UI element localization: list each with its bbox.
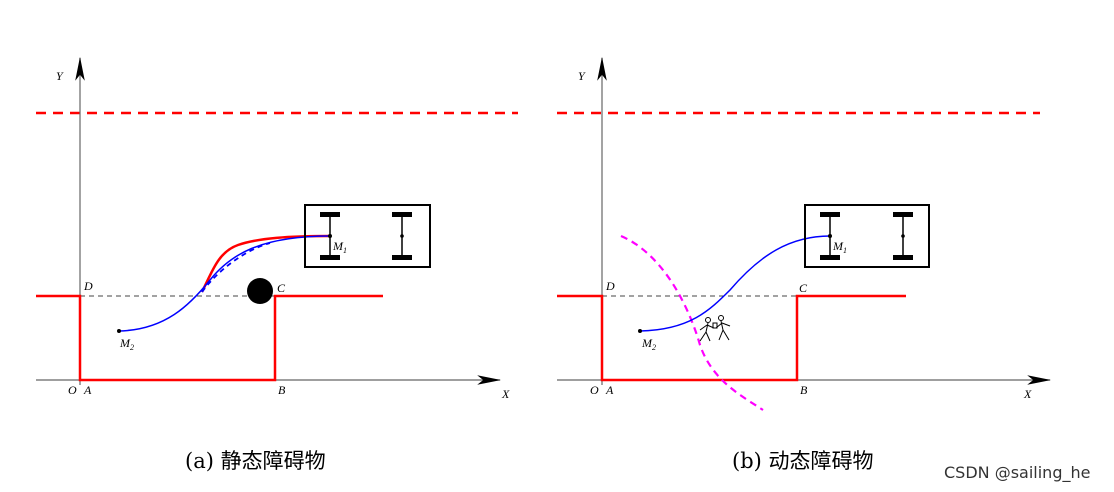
- y-axis-label: Y: [56, 69, 64, 83]
- road-boundary: [36, 294, 383, 382]
- x-axis-label: X: [501, 387, 510, 401]
- planned-path: [118, 235, 331, 332]
- panel-b: Y X O A B C D M1 M2 (b) 动态障碍物: [557, 56, 1052, 473]
- point-b-label: B: [278, 383, 286, 397]
- origin-label: O: [590, 383, 599, 397]
- pedestrian-trajectory: [620, 234, 764, 411]
- road-boundary: [557, 294, 906, 382]
- point-c-label: C: [799, 281, 808, 295]
- m2-label: M2: [641, 336, 656, 352]
- avoidance-path: [200, 234, 331, 293]
- caption-a: (a) 静态障碍物: [185, 449, 326, 473]
- vehicle-icon: [304, 204, 431, 268]
- vehicle-icon: [804, 204, 930, 268]
- point-c-label: C: [277, 281, 286, 295]
- origin-label: O: [68, 383, 77, 397]
- point-b-label: B: [800, 383, 808, 397]
- m2-point: [638, 329, 642, 333]
- point-a-label: A: [83, 383, 92, 397]
- static-obstacle: [247, 278, 273, 304]
- point-d-label: D: [83, 279, 93, 293]
- pedestrians-icon: [699, 315, 731, 342]
- panel-a: Y X O A B C D M1 M2 (a) 静态障碍物: [36, 56, 518, 473]
- point-a-label: A: [605, 383, 614, 397]
- m1-label: M1: [832, 239, 847, 255]
- x-axis-label: X: [1023, 387, 1032, 401]
- planned-path: [639, 235, 831, 332]
- y-axis-label: Y: [578, 69, 586, 83]
- point-d-label: D: [605, 279, 615, 293]
- caption-b: (b) 动态障碍物: [732, 449, 874, 473]
- m1-label: M1: [332, 239, 347, 255]
- m2-label: M2: [119, 336, 134, 352]
- m2-point: [117, 329, 121, 333]
- watermark: CSDN @sailing_he: [944, 463, 1090, 483]
